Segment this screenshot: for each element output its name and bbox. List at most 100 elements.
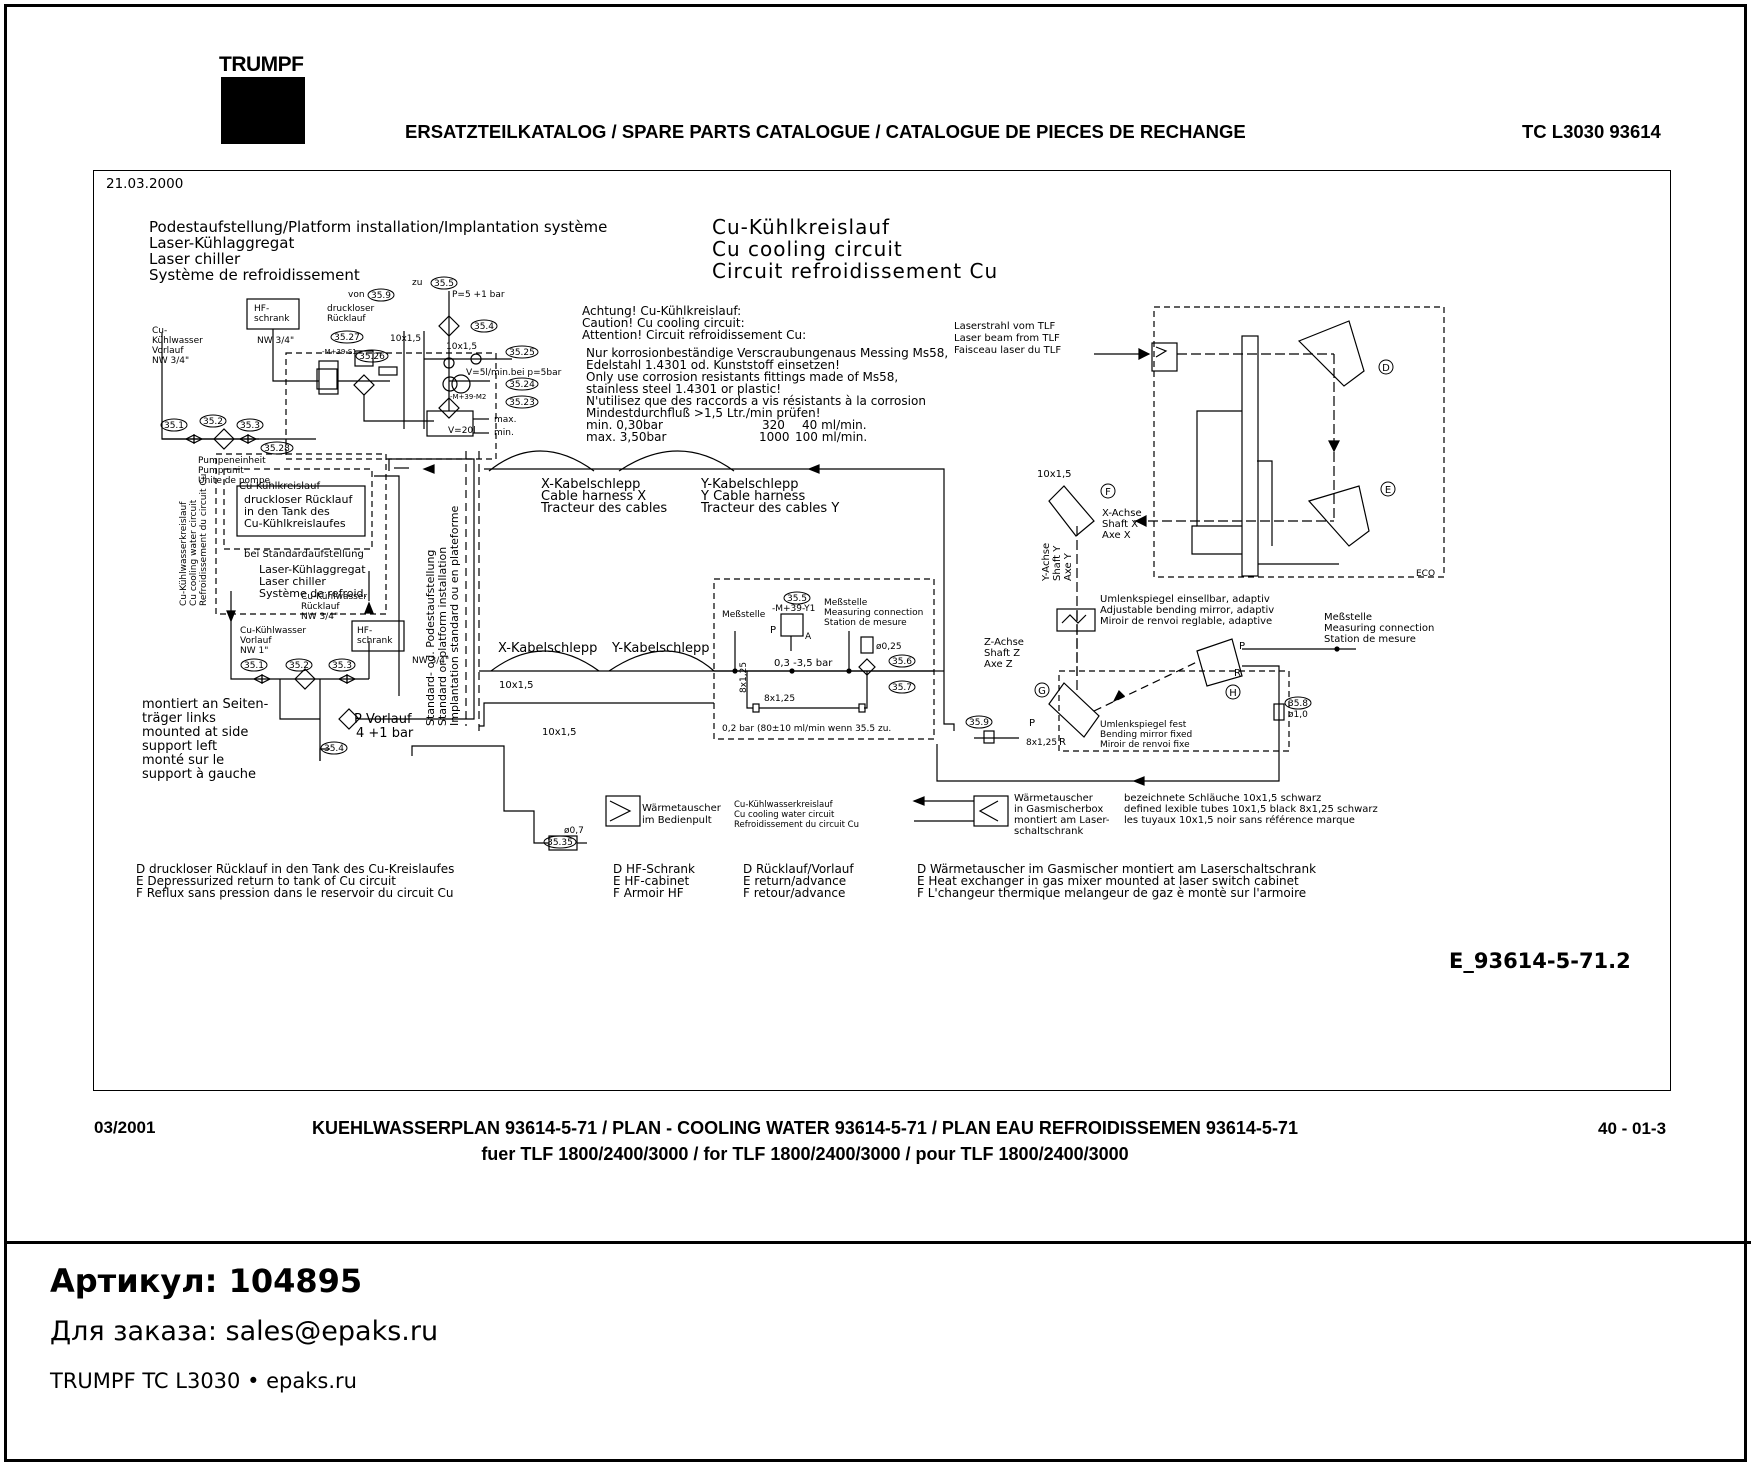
v5l-label: V=5l/min.bei p=5bar bbox=[466, 368, 562, 378]
ref-35-25-text: 35.25 bbox=[509, 348, 535, 358]
pump-unit-2: Pump unit bbox=[198, 466, 244, 476]
waerme-bedien-2: im Bedienpult bbox=[642, 815, 712, 826]
standard-vert-2: Standard or platform installation bbox=[436, 547, 449, 726]
cu-small-2: Cu cooling water circuit bbox=[734, 810, 835, 820]
ruecklauf-1: Cu-Kühlwasser bbox=[301, 592, 367, 602]
platform-line-3: Laser chiller bbox=[149, 250, 241, 268]
x-achse-2: Shaft X bbox=[1102, 519, 1138, 530]
ref-35-27-text: 35.27 bbox=[334, 333, 360, 343]
p10x15-harness: 10x1,5 bbox=[499, 680, 534, 691]
note-1: Nur korrosionbeständige Verscraubungenau… bbox=[586, 346, 948, 360]
y-harness-1: Y-Kabelschlepp bbox=[700, 477, 799, 492]
flow-min-bar: min. 0,30bar bbox=[586, 418, 663, 432]
laserstrahl-1: Laserstrahl vom TLF bbox=[954, 321, 1055, 332]
side-vert-1: Cu-Kühlwasserkreislauf bbox=[179, 501, 189, 606]
caution-3: Attention! Circuit refroidissement Cu: bbox=[582, 328, 806, 342]
mirror-p-low: P bbox=[1029, 718, 1035, 729]
messtelle3-2: Measuring connection bbox=[1324, 623, 1434, 634]
ref-35-4-mid: 35.4 bbox=[320, 741, 348, 755]
pump-unit-3: Unite de pompe bbox=[198, 476, 271, 486]
circle-d: D bbox=[1378, 359, 1394, 375]
ref-35-25: 35.25 bbox=[505, 345, 539, 359]
legend4-2: E Heat exchanger in gas mixer mounted at… bbox=[917, 874, 1299, 888]
caution-2: Caution! Cu cooling circuit: bbox=[582, 316, 745, 330]
ref-35-7: 35.7 bbox=[888, 680, 916, 694]
legend3-1: D Rücklauf/Vorlauf bbox=[743, 862, 854, 876]
chiller2-3: Système de refroid. bbox=[259, 587, 367, 600]
ref-35-4-mid-text: 35.4 bbox=[324, 744, 344, 754]
x-harness-2: Cable harness X bbox=[541, 489, 646, 504]
waerme-gas-4: schaltschrank bbox=[1014, 826, 1083, 837]
umlenk-fest-1: Umlenkspiegel fest bbox=[1100, 720, 1187, 730]
circle-g-text: G bbox=[1038, 686, 1046, 697]
mirror-r-low: R bbox=[1059, 737, 1066, 748]
catalogue-title: ERSATZTEILKATALOG / SPARE PARTS CATALOGU… bbox=[405, 121, 1246, 142]
ref-35-28-text: 35.28 bbox=[264, 444, 290, 454]
ref-35-9-mid: 35.9 bbox=[965, 715, 993, 729]
ref-35-8: 35.8 bbox=[1284, 696, 1312, 710]
legend4-3: F L'changeur thermique melangeur de gaz … bbox=[917, 886, 1306, 900]
tank-2: in den Tank des bbox=[244, 505, 330, 518]
ref-35-24: 35.24 bbox=[505, 377, 539, 391]
chiller2-2: Laser chiller bbox=[259, 575, 326, 588]
messtelle3-3: Station de mesure bbox=[1324, 634, 1416, 645]
brand-line: TRUMPF TC L3030 • epaks.ru bbox=[50, 1369, 357, 1393]
umlenk-fest-2: Bending mirror fixed bbox=[1100, 730, 1192, 740]
platform-line-1: Podestaufstellung/Platform installation/… bbox=[149, 218, 607, 236]
z-achse-2: Shaft Z bbox=[984, 648, 1020, 659]
ref-35-2-top: 35.2 bbox=[199, 414, 227, 428]
side-vert-3: Refroidissement du circuit Cu bbox=[199, 474, 209, 606]
article-number: Артикул: 104895 bbox=[50, 1262, 363, 1300]
standard-vert-1: Standard- od. Podestaufstellung bbox=[424, 550, 437, 726]
eco-label: ECO bbox=[1416, 569, 1435, 579]
m39y1: -M+39-Y1 bbox=[772, 604, 815, 614]
drawing-date: 21.03.2000 bbox=[106, 176, 183, 192]
legend1-2: E Depressurized return to tank of Cu cir… bbox=[136, 874, 396, 888]
drawing-number: E_93614-5-71.2 bbox=[1449, 949, 1631, 973]
cooling-circuit-drawing: 21.03.2000 Podestaufstellung/Platform in… bbox=[93, 170, 1671, 1091]
ref-35-3-top: 35.3 bbox=[236, 418, 264, 432]
note-6: Mindestdurchfluß >1,5 Ltr./min prüfen! bbox=[586, 406, 821, 420]
footer-date: 03/2001 bbox=[94, 1118, 156, 1137]
platform-line-2: Laser-Kühlaggregat bbox=[149, 234, 294, 252]
ref-35-3-top-text: 35.3 bbox=[240, 421, 260, 431]
standard-vert-3: Implantation standard ou en plateforme bbox=[448, 505, 461, 726]
v20l-label: V=20l bbox=[448, 426, 476, 436]
ref-35-3-mid-text: 35.3 bbox=[332, 661, 352, 671]
footer-title-line-2: fuer TLF 1800/2400/3000 / for TLF 1800/2… bbox=[481, 1144, 1129, 1164]
circle-h-text: H bbox=[1229, 688, 1237, 699]
s8x125-mid: 8x1,25 bbox=[764, 694, 795, 704]
p41: 4 +1 bar bbox=[356, 726, 414, 741]
trumpf-logo bbox=[221, 77, 305, 144]
umlenk-adapt-3: Miroir de renvoi reglable, adaptive bbox=[1100, 616, 1272, 627]
schematic-labels: 21.03.2000 Podestaufstellung/Platform in… bbox=[106, 176, 1631, 973]
vorlauf1-1: Cu-Kühlwasser bbox=[240, 626, 306, 636]
cu-water-4: NW 3/4" bbox=[152, 356, 189, 366]
ref-35-9-top: 35.9 bbox=[367, 288, 395, 302]
flow-max-ml: 100 ml/min. bbox=[795, 430, 867, 444]
p10x15-right: 10x1,5 bbox=[1037, 469, 1072, 480]
ref-35-27: 35.27 bbox=[330, 330, 364, 344]
hf-schrank-1: HF- bbox=[254, 304, 269, 314]
hf-schrank2-2: schrank bbox=[357, 636, 393, 646]
circle-e: E bbox=[1380, 481, 1396, 497]
y-achse-2: Shaft Y bbox=[1052, 545, 1063, 581]
z-achse-3: Axe Z bbox=[984, 659, 1013, 670]
note-5: N'utilisez que des raccords a vis résist… bbox=[586, 394, 926, 408]
m39m2-label: -M+39-M2 bbox=[450, 393, 486, 401]
cu-small-3: Refroidissement du circuit Cu bbox=[734, 820, 859, 830]
ref-35-6: 35.6 bbox=[888, 654, 916, 668]
legend3-2: E return/advance bbox=[743, 874, 846, 888]
catalogue-code: TC L3030 93614 bbox=[1522, 121, 1661, 142]
tubes-3: les tuyaux 10x1,5 noir sans référence ma… bbox=[1124, 814, 1355, 826]
s02bar: 0,2 bar (80±10 ml/min wenn 35.5 zu. bbox=[722, 724, 891, 734]
waerme-bedien-1: Wärmetauscher bbox=[642, 803, 722, 814]
order-contact: Для заказа: sales@epaks.ru bbox=[50, 1316, 439, 1347]
ref-35-24-text: 35.24 bbox=[509, 380, 535, 390]
waerme-gas-3: montiert am Laser- bbox=[1014, 815, 1110, 826]
umlenk-adapt-2: Adjustable bending mirror, adaptiv bbox=[1100, 605, 1274, 616]
ref-35-26-text: 35.26 bbox=[359, 352, 385, 362]
ref-35-35-text: 35.35 bbox=[547, 838, 573, 848]
flow-max-1000: 1000 bbox=[759, 430, 790, 444]
messtelle2-2: Measuring connection bbox=[824, 608, 923, 618]
